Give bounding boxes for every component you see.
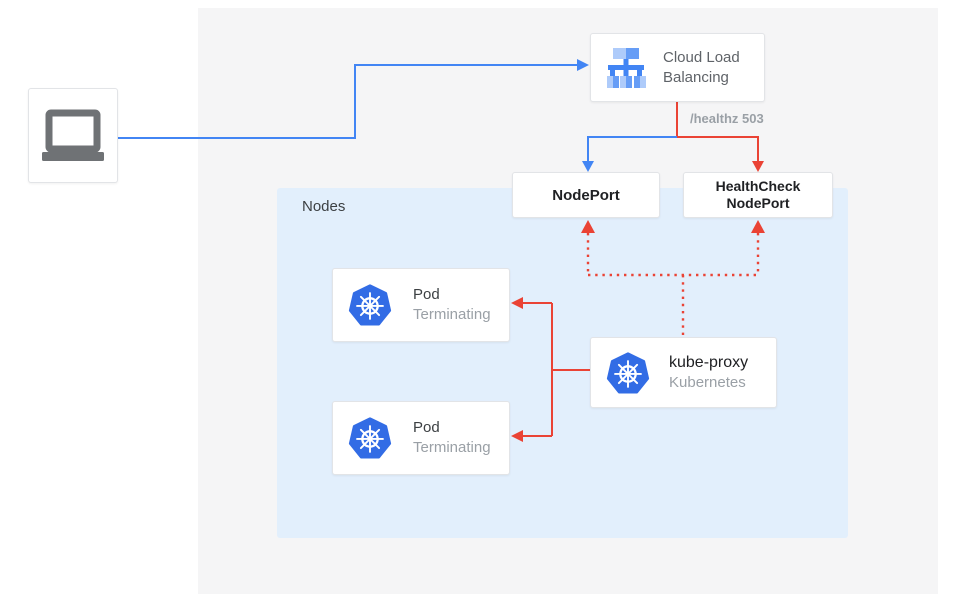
nodeport-label: NodePort: [552, 186, 620, 204]
laptop-icon: [40, 109, 106, 163]
pod-title: Pod: [413, 419, 440, 436]
healthcheck-nodeport-node: HealthCheck NodePort: [683, 172, 833, 218]
kube-proxy-subtitle: Kubernetes: [669, 374, 746, 391]
client-node: [28, 88, 118, 183]
cloud-load-balancing-label: Cloud Load Balancing: [663, 48, 740, 86]
pod-labels: Pod Terminating: [413, 285, 491, 325]
nodes-group-label: Nodes: [302, 198, 346, 215]
cloud-load-balancing-icon: [603, 47, 649, 89]
pod-labels: Pod Terminating: [413, 418, 491, 458]
kube-proxy-title: kube-proxy: [669, 354, 749, 371]
nodeport-node: NodePort: [512, 172, 660, 218]
kubernetes-icon: [347, 281, 393, 329]
kube-proxy-node: kube-proxy Kubernetes: [590, 337, 777, 408]
healthcheck-nodeport-label-line2: NodePort: [726, 195, 790, 211]
kubernetes-icon: [605, 349, 651, 397]
pod-node-2: Pod Terminating: [332, 401, 510, 475]
pod-node-1: Pod Terminating: [332, 268, 510, 342]
pod-title: Pod: [413, 286, 440, 303]
pod-status: Terminating: [413, 306, 491, 323]
healthcheck-nodeport-label-line1: HealthCheck: [715, 178, 801, 194]
cloud-load-balancing-node: Cloud Load Balancing: [590, 33, 765, 102]
pod-status: Terminating: [413, 439, 491, 456]
kube-proxy-labels: kube-proxy Kubernetes: [669, 352, 748, 393]
healthz-status-label: /healthz 503: [690, 111, 764, 126]
kubernetes-icon: [347, 414, 393, 462]
